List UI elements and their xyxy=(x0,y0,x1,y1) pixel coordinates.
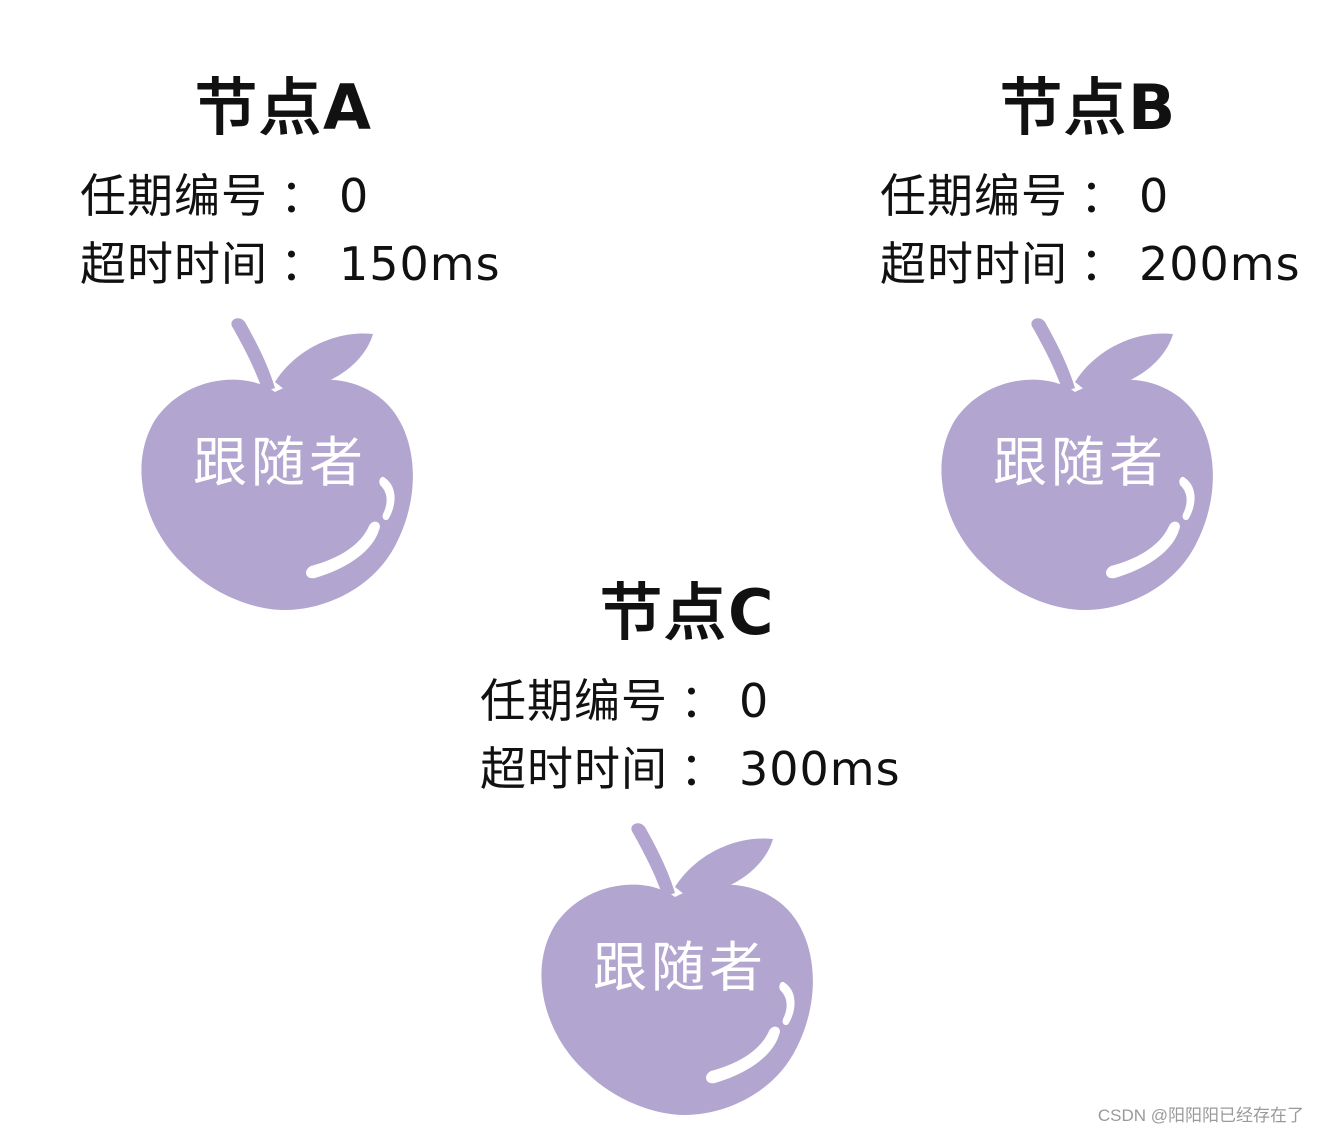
role-label: 跟随者 xyxy=(593,936,767,999)
timeout-value: 200ms xyxy=(1139,237,1301,291)
apple-icon xyxy=(941,318,1213,610)
timeout-label: 超时时间 xyxy=(480,742,668,796)
apple-node-a: 跟随者 xyxy=(135,310,425,610)
separator: ： xyxy=(1080,237,1127,291)
timeout-line: 超时时间：200ms xyxy=(880,234,1301,294)
apple-node-c: 跟随者 xyxy=(535,815,825,1115)
timeout-value: 150ms xyxy=(339,237,501,291)
node-b: 节点B 任期编号：0 超时时间：200ms 跟随者 xyxy=(875,60,1300,620)
timeout-line: 超时时间：300ms xyxy=(480,739,901,799)
node-title: 节点B xyxy=(1000,71,1178,144)
timeout-value: 300ms xyxy=(739,742,901,796)
term-line: 任期编号：0 xyxy=(480,671,769,731)
watermark: CSDN @阳阳阳已经存在了 xyxy=(1097,1106,1304,1125)
separator: ： xyxy=(680,742,727,796)
term-label: 任期编号 xyxy=(880,169,1068,223)
term-line: 任期编号：0 xyxy=(80,166,369,226)
node-a: 节点A 任期编号：0 超时时间：150ms 跟随者 xyxy=(75,60,500,620)
term-value: 0 xyxy=(339,169,370,223)
timeout-label: 超时时间 xyxy=(880,237,1068,291)
term-value: 0 xyxy=(1139,169,1170,223)
separator: ： xyxy=(280,237,327,291)
separator: ： xyxy=(1080,169,1127,223)
apple-icon xyxy=(141,318,413,610)
apple-node-b: 跟随者 xyxy=(935,310,1225,610)
role-label: 跟随者 xyxy=(993,431,1167,494)
timeout-line: 超时时间：150ms xyxy=(80,234,501,294)
separator: ： xyxy=(680,674,727,728)
term-label: 任期编号 xyxy=(80,169,268,223)
term-label: 任期编号 xyxy=(480,674,668,728)
term-value: 0 xyxy=(739,674,770,728)
apple-icon xyxy=(541,823,813,1115)
term-line: 任期编号：0 xyxy=(880,166,1169,226)
timeout-label: 超时时间 xyxy=(80,237,268,291)
role-label: 跟随者 xyxy=(193,431,367,494)
node-title: 节点C xyxy=(600,576,776,649)
node-title: 节点A xyxy=(195,71,373,144)
node-c: 节点C 任期编号：0 超时时间：300ms 跟随者 xyxy=(475,565,900,1125)
separator: ： xyxy=(280,169,327,223)
